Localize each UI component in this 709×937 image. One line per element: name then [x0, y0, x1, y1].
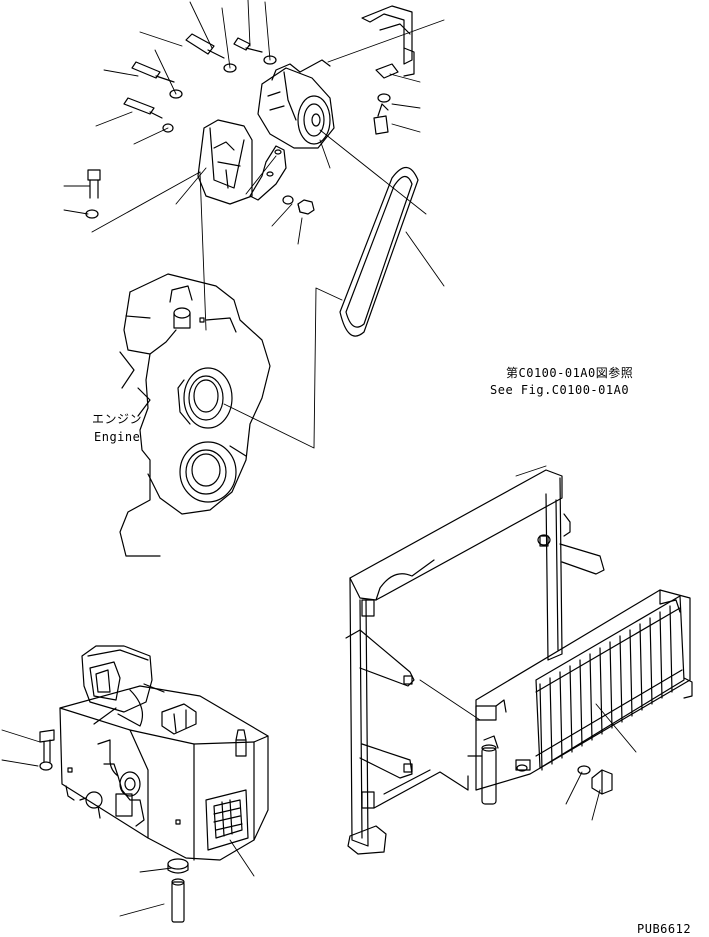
- condenser-frame: [346, 470, 604, 854]
- mounting-bolts: [88, 34, 262, 198]
- washers: [86, 56, 390, 218]
- adjusting-plate: [250, 146, 286, 200]
- leader-lines: [2, 0, 636, 916]
- compressor-bracket: [198, 120, 252, 204]
- condenser-core: [468, 590, 692, 804]
- condenser-bolts: [578, 766, 612, 794]
- engine: [120, 274, 270, 556]
- v-belt: [340, 167, 418, 336]
- reference-lines: [92, 130, 480, 720]
- air-conditioner-unit: [60, 646, 268, 860]
- pipe-bracket: [362, 6, 414, 78]
- drain-pin: [172, 879, 184, 922]
- hose-fitting: [374, 104, 388, 134]
- engine-label-en: Engine: [94, 430, 141, 444]
- reference-label-jp: 第C0100-01A0図参照: [506, 366, 634, 380]
- unit-mounting-bolts: [40, 730, 54, 770]
- compressor: [258, 60, 334, 148]
- engine-label-jp: エンジン: [92, 412, 143, 426]
- nuts: [298, 200, 314, 214]
- drain-hose-clamp: [168, 859, 188, 873]
- reference-label-en: See Fig.C0100-01A0: [490, 383, 630, 397]
- drawing-code: PUB6612: [637, 922, 692, 936]
